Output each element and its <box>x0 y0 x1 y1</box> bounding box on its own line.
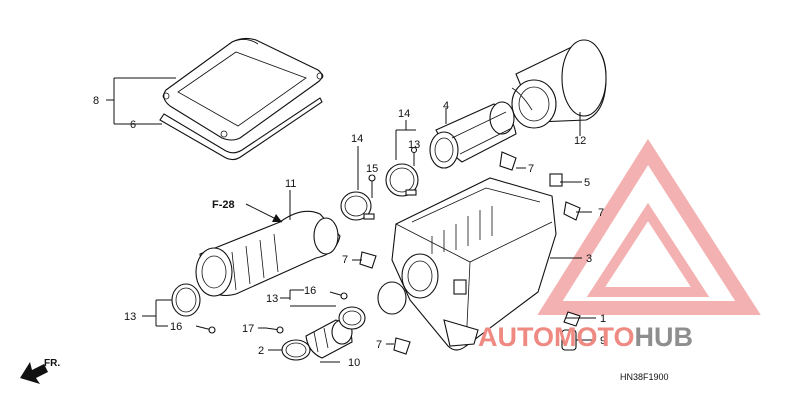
watermark-word-hub: HUB <box>635 322 694 352</box>
watermark-word-auto: AUTO <box>478 322 554 352</box>
watermark-logo <box>537 138 761 315</box>
callout-2: 2 <box>258 345 264 357</box>
clip-7-top <box>499 151 517 171</box>
diagram-code: HN38F1900 <box>620 372 669 382</box>
joint-tube-10 <box>305 319 353 359</box>
clip-7-left <box>359 251 377 269</box>
watermark-word-moto: MOTO <box>554 322 635 352</box>
ring-lower-case <box>377 281 407 315</box>
callout-7-right: 7 <box>598 207 604 219</box>
callout-4: 4 <box>443 100 449 112</box>
drain-clip-1 <box>563 311 581 327</box>
callout-9: 9 <box>600 335 606 347</box>
reference-arrow <box>245 203 283 223</box>
callout-17: 17 <box>242 323 254 335</box>
callout-3: 3 <box>586 253 592 265</box>
watermark-text: AUTOMOTOHUB <box>478 322 693 352</box>
callout-14-lower: 14 <box>351 133 363 145</box>
front-direction-arrow <box>20 362 48 384</box>
reference-label: F-28 <box>212 199 235 211</box>
grommet-5 <box>549 173 563 187</box>
callout-7-top: 7 <box>528 163 534 175</box>
callout-7-left: 7 <box>342 254 348 266</box>
tube-band-lower <box>340 191 375 221</box>
callout-11: 11 <box>285 178 296 190</box>
connecting-tube <box>429 101 517 169</box>
clamp-13-lower <box>171 283 201 317</box>
air-cleaner-seal <box>159 97 323 161</box>
callout-1: 1 <box>600 313 606 325</box>
callout-7-bottom: 7 <box>376 339 382 351</box>
tube-band-upper <box>385 163 419 197</box>
callout-16-mid: 16 <box>304 285 316 297</box>
callout-12: 12 <box>574 135 586 147</box>
screw-13-upper <box>410 146 418 166</box>
clip-7-bottom <box>393 337 411 355</box>
callout-16-left: 16 <box>170 321 182 333</box>
callout-5: 5 <box>584 177 590 189</box>
callout-13-lower: 13 <box>124 311 136 323</box>
leader-lines <box>106 77 596 363</box>
band-2 <box>281 339 311 361</box>
callout-10: 10 <box>348 357 360 369</box>
callout-8: 8 <box>93 95 99 107</box>
air-cleaner-cover <box>162 37 324 141</box>
callout-15: 15 <box>366 163 378 175</box>
callout-6: 6 <box>130 119 136 131</box>
callout-13-upper: 13 <box>408 139 420 151</box>
callout-13-mid: 13 <box>266 293 278 305</box>
front-label: FR. <box>44 358 60 369</box>
clip-7-right <box>563 201 581 221</box>
band-10-ring <box>338 306 366 330</box>
screw-15 <box>368 174 376 198</box>
callout-14-upper: 14 <box>398 108 410 120</box>
air-filter-element <box>511 39 607 129</box>
bolt-17 <box>265 326 284 334</box>
screw-16-mid <box>329 291 348 300</box>
screw-16-left <box>195 325 216 334</box>
air-cleaner-case <box>391 177 557 351</box>
intake-duct <box>195 210 341 297</box>
